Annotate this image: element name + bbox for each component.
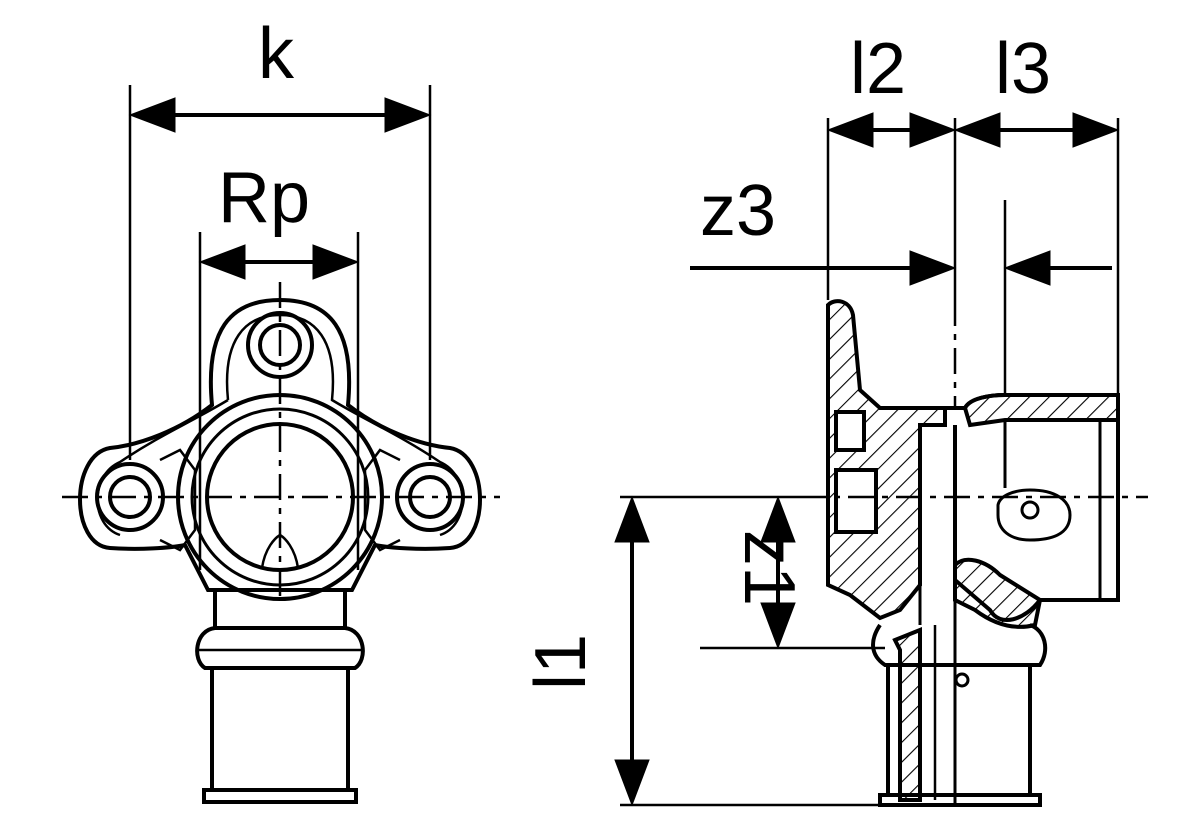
- label-z3: z3: [700, 171, 776, 251]
- bore-core-tip: [260, 533, 300, 569]
- side-press-end: [878, 793, 1042, 807]
- dimension-l1: [614, 495, 880, 807]
- left-mounting-hole-outer: [95, 462, 165, 532]
- press-sleeve-bead: [195, 626, 365, 670]
- z3-arrow-left: [1003, 250, 1051, 286]
- top-mounting-hole: [258, 323, 302, 367]
- l2-arrow-left: [826, 112, 874, 148]
- dimension-k: [128, 85, 432, 460]
- l1-arrow-top: [614, 495, 650, 543]
- top-mounting-hole-outer: [246, 311, 314, 379]
- plate-bore-lower: [834, 468, 878, 534]
- z1-arrow-bottom: [760, 602, 796, 650]
- side-centerlines: [800, 300, 1148, 499]
- central-outlet-outer: [176, 393, 384, 601]
- socket-port: [996, 488, 1072, 542]
- k-arrow-right: [384, 97, 432, 133]
- plate-bore-upper: [834, 410, 866, 452]
- k-arrow-left: [128, 97, 176, 133]
- label-l1: l1: [521, 634, 601, 690]
- elbow-flow-wall: [953, 557, 1043, 629]
- central-outlet-mid: [190, 407, 370, 587]
- l3-arrow-right: [1072, 112, 1120, 148]
- right-mounting-hole: [408, 475, 452, 519]
- label-l2: l2: [850, 29, 906, 109]
- front-view: [62, 282, 500, 804]
- threaded-socket-wall: [962, 393, 1120, 428]
- z3-arrow-right: [909, 250, 957, 286]
- l1-arrow-bottom: [614, 759, 650, 807]
- dimension-rp: [198, 232, 360, 570]
- central-outlet-bore: [205, 422, 355, 572]
- socket-port-inner: [1020, 500, 1040, 520]
- side-press-sleeve: [886, 665, 1032, 795]
- left-mounting-hole: [108, 475, 152, 519]
- label-z1: z1: [729, 530, 809, 606]
- dimension-z3: [690, 200, 1112, 395]
- z1-arrow-top: [760, 495, 796, 543]
- l2-arrow-right: [909, 112, 957, 148]
- front-flange-outline: [78, 297, 482, 592]
- side-section-view: [826, 299, 1120, 807]
- right-mounting-hole-outer: [395, 462, 465, 532]
- rp-arrow-left: [198, 244, 246, 280]
- press-sleeve-neck: [213, 590, 347, 628]
- label-rp: Rp: [218, 158, 310, 238]
- dimension-z1: [700, 495, 885, 650]
- press-sleeve-body: [210, 668, 350, 790]
- dimension-l3: [953, 112, 1120, 395]
- right-rib: [363, 448, 401, 552]
- l3-arrow-left: [953, 112, 1001, 148]
- support-sleeve-ribs: [892, 627, 922, 802]
- left-rib: [159, 448, 197, 552]
- side-press-bead: [871, 623, 1048, 667]
- label-k: k: [258, 14, 295, 94]
- press-sleeve-end: [202, 788, 358, 804]
- inspection-dot: [954, 672, 970, 688]
- label-l3: l3: [995, 29, 1051, 109]
- rp-arrow-right: [312, 244, 360, 280]
- wall-plate-section: [826, 299, 947, 621]
